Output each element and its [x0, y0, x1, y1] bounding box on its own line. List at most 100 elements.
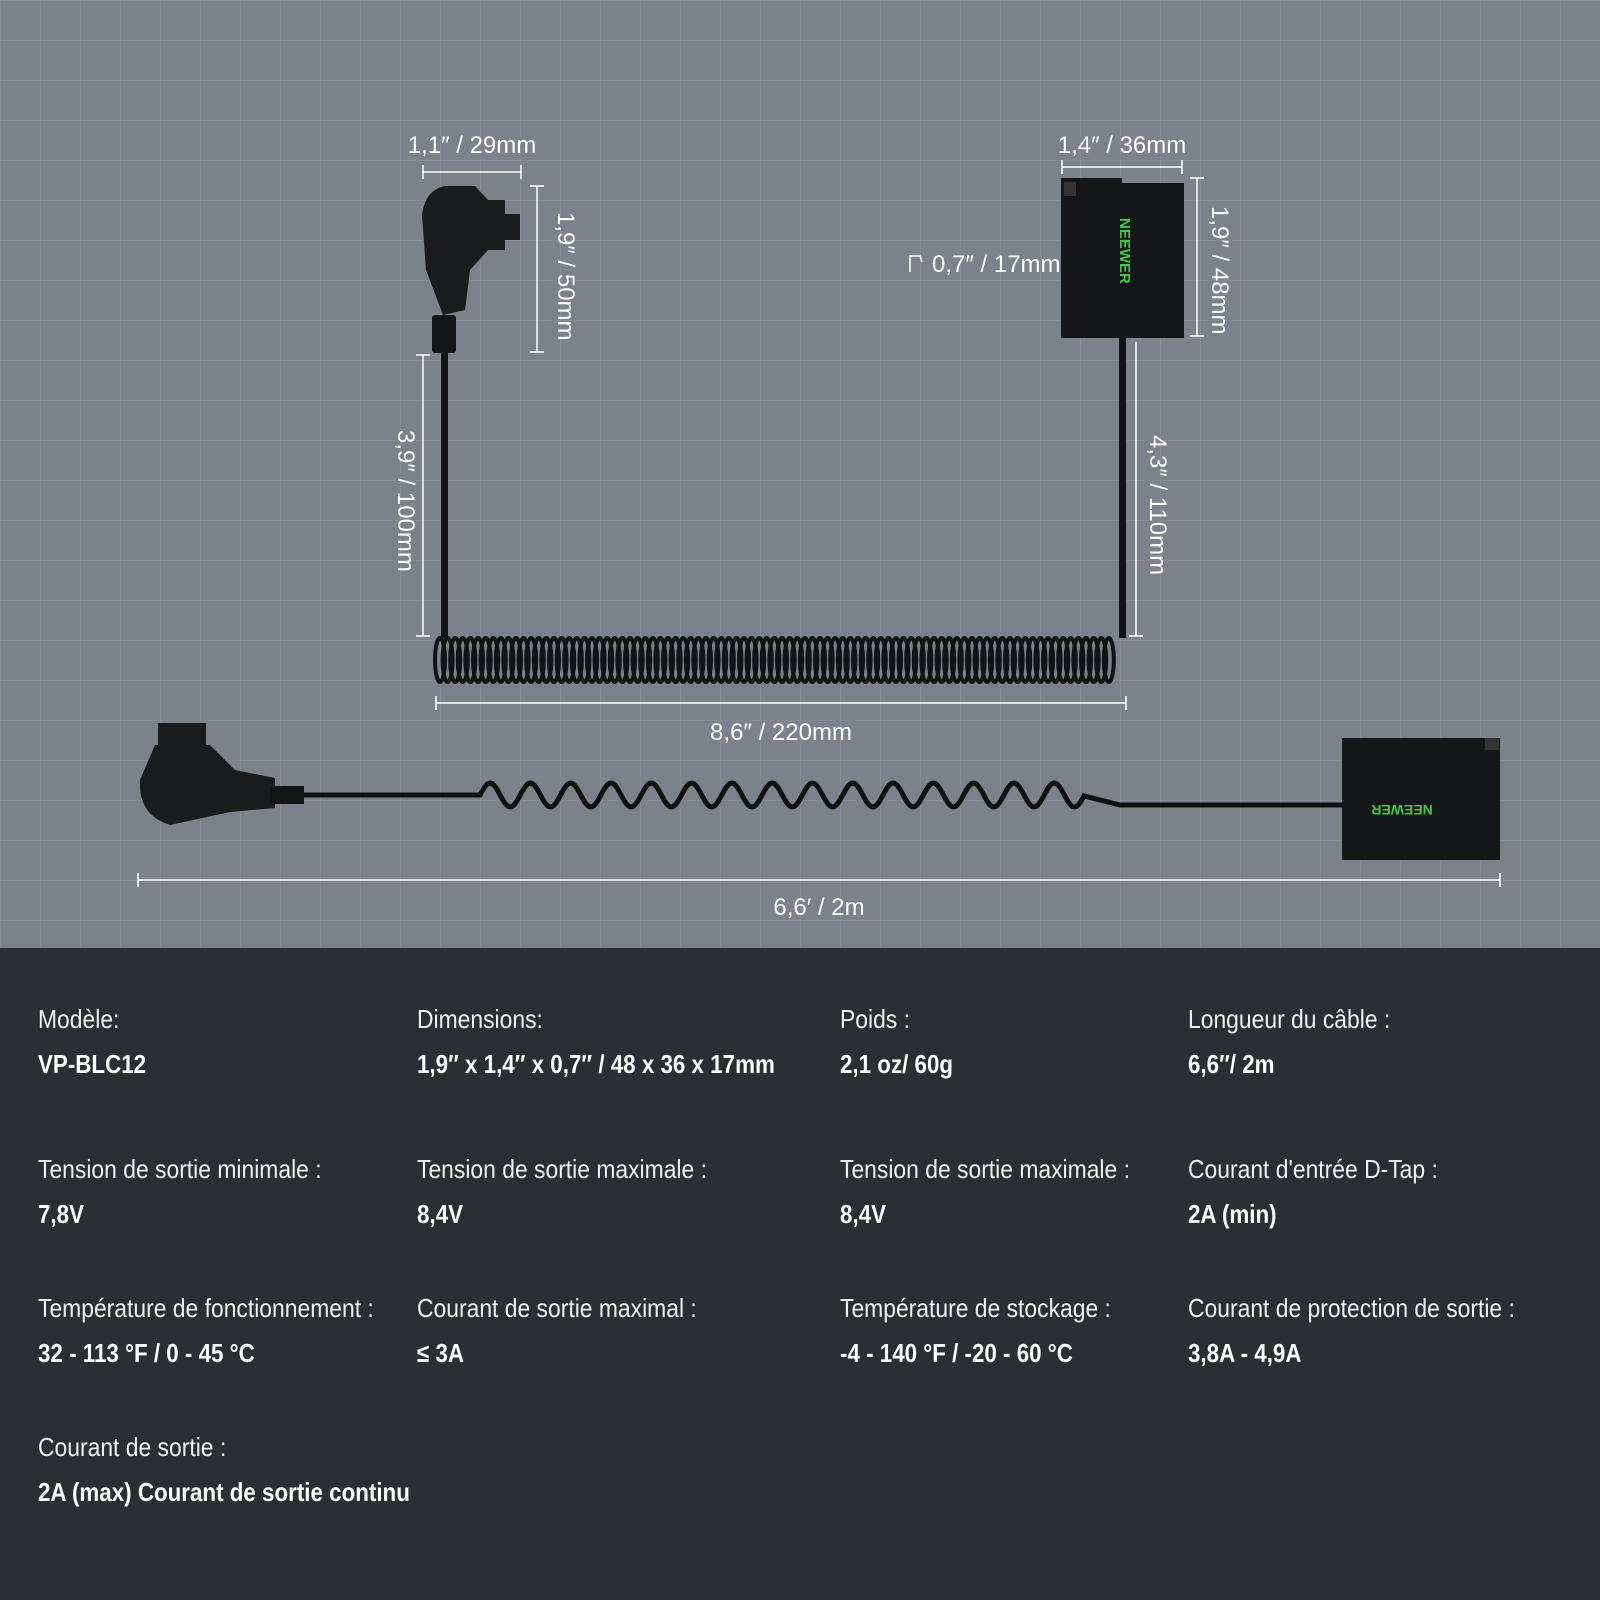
- coil-loop: [562, 636, 577, 684]
- coil-loop: [881, 636, 896, 684]
- coil-loop: [896, 636, 911, 684]
- spec-value: ≤ 3A: [417, 1338, 465, 1368]
- coil-loop: [1003, 636, 1017, 684]
- spec-item: Courant de protection de sortie :3,8A - …: [1188, 1293, 1559, 1369]
- dtap-connector-bottom: [139, 723, 304, 825]
- coil-loop: [471, 636, 485, 684]
- coil-loop: [729, 636, 744, 684]
- spec-label: Température de fonctionnement :: [38, 1293, 374, 1323]
- coil-loop: [478, 636, 493, 684]
- coil-loop: [934, 636, 949, 684]
- spec-item: Température de stockage :-4 - 140 °F / -…: [840, 1293, 1148, 1369]
- coil-loop: [889, 636, 903, 684]
- coil-loop: [463, 636, 478, 684]
- spec-label: Poids :: [840, 1004, 910, 1034]
- coil-loop: [1071, 636, 1086, 684]
- coil-loop: [965, 636, 979, 684]
- coil-loop: [455, 636, 470, 684]
- coil-loop: [820, 636, 835, 684]
- coil-loop: [1033, 636, 1048, 684]
- spec-label: Longueur du câble :: [1188, 1004, 1391, 1034]
- coil-loop: [828, 636, 843, 684]
- spec-item: Tension de sortie maximale :8,4V: [417, 1154, 746, 1230]
- battery-depth-label: 0,7″ / 17mm: [932, 251, 1061, 278]
- spec-value: 2A (min): [1188, 1199, 1277, 1229]
- coil-loop: [1010, 636, 1025, 684]
- spec-value: 8,4V: [840, 1199, 887, 1229]
- coil-loop: [797, 636, 812, 684]
- dtap-connector-top: [422, 186, 520, 638]
- coil-loop: [1063, 636, 1078, 684]
- spec-item: Longueur du câble : 6,6″/ 2m: [1188, 1004, 1418, 1080]
- spec-item: Température de fonctionnement : 32 - 113 …: [38, 1293, 420, 1369]
- total-length-label: 6,6′ / 2m: [773, 894, 864, 921]
- coil-loop: [873, 636, 888, 684]
- product-diagram: NEEWER NEEWER 1,1″ / 29mm 1,9″ / 50mm 3,…: [0, 0, 1600, 948]
- coil-loop: [433, 636, 447, 684]
- coil-loop: [1086, 636, 1101, 684]
- coil-loop: [805, 636, 820, 684]
- battery-height-label: 1,9″ / 48mm: [1206, 206, 1233, 335]
- spec-table: Modèle:VP-BLC12 Dimensions:1,9″ x 1,4″ x …: [0, 948, 1600, 1600]
- spec-item: Dimensions:1,9″ x 1,4″ x 0,7″ / 48 x 36 …: [417, 1004, 833, 1080]
- coil-loop: [592, 636, 607, 684]
- coil-loop: [775, 636, 789, 684]
- spec-value: 8,4V: [417, 1199, 464, 1229]
- coil-loop: [1041, 636, 1055, 684]
- spec-value: 32 - 113 °F / 0 - 45 °C: [38, 1338, 255, 1368]
- coil-loop: [1056, 636, 1071, 684]
- battery-width-label: 1,4″ / 36mm: [1058, 132, 1187, 159]
- spec-label: Température de stockage :: [840, 1293, 1111, 1323]
- coil-loop: [1079, 636, 1093, 684]
- coil-loop: [607, 636, 622, 684]
- coil-loop: [972, 636, 987, 684]
- spec-value: 3,8A - 4,9A: [1188, 1338, 1302, 1368]
- coil-loop: [653, 636, 668, 684]
- cable-right-length-label: 4,3″ / 110mm: [1144, 435, 1171, 575]
- coil-loop: [737, 636, 751, 684]
- coil-length-label: 8,6″ / 220mm: [710, 719, 852, 746]
- coil-loop: [524, 636, 539, 684]
- coil-loop: [782, 636, 797, 684]
- coil-loop: [569, 636, 584, 684]
- coil-loop: [1018, 636, 1033, 684]
- spec-item: Courant de sortie maximal : ≤ 3A: [417, 1293, 735, 1369]
- spec-label: Courant de sortie maximal :: [417, 1293, 697, 1323]
- coil-loop: [623, 636, 637, 684]
- coil-loop: [493, 636, 508, 684]
- coil-loop: [638, 636, 653, 684]
- extended-coiled-cable: [304, 780, 1342, 810]
- spec-value: 7,8V: [38, 1199, 85, 1229]
- spec-label: Modèle:: [38, 1004, 120, 1034]
- spec-item: Poids : 2,1 oz/ 60g: [840, 1004, 972, 1080]
- coil-loop: [706, 636, 721, 684]
- coil-loop: [759, 636, 774, 684]
- coil-loop: [927, 636, 941, 684]
- battery-adapter-bottom: NEEWER: [1342, 738, 1500, 860]
- brand-logo: NEEWER: [1371, 802, 1432, 818]
- coil-loop: [577, 636, 592, 684]
- spec-value: 6,6″/ 2m: [1188, 1049, 1275, 1079]
- coil-loop: [668, 636, 683, 684]
- coil-loop: [516, 636, 531, 684]
- spec-value: 2,1 oz/ 60g: [840, 1049, 954, 1079]
- spec-label: Courant de sortie :: [38, 1432, 227, 1462]
- coil-loop: [813, 636, 827, 684]
- spec-label: Tension de sortie minimale :: [38, 1154, 322, 1184]
- coil-loop: [486, 636, 501, 684]
- coil-loop: [744, 636, 759, 684]
- coil-loop: [509, 636, 523, 684]
- spec-item: Modèle:VP-BLC12: [38, 1004, 164, 1080]
- coil-loop: [904, 636, 919, 684]
- spec-item: Courant de sortie :2A (max) Courant de s…: [38, 1432, 470, 1508]
- spec-item: Courant d'entrée D-Tap :2A (min): [1188, 1154, 1472, 1230]
- coil-loop: [790, 636, 805, 684]
- coil-loop: [448, 636, 463, 684]
- coil-loop: [554, 636, 569, 684]
- dimension-lines: [137, 160, 1501, 887]
- coil-loop: [1025, 636, 1040, 684]
- coil-loop: [1101, 636, 1116, 684]
- coil-loop: [440, 636, 455, 684]
- coil-loop: [980, 636, 995, 684]
- coil-loop: [600, 636, 615, 684]
